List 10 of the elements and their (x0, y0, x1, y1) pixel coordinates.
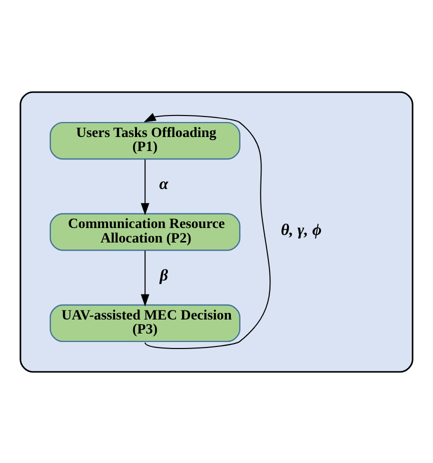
cluster (20, 90, 414, 372)
node-box: Communication Resource Allocation (P2) (50, 212, 240, 250)
arrow (144, 112, 271, 349)
edge-label: β (160, 266, 168, 284)
edge-label: α (159, 174, 168, 193)
arrow (140, 250, 150, 306)
arrow (140, 158, 150, 215)
node-box: UAV-assisted MEC Decision (P3) (50, 304, 240, 342)
edge-label: θ, γ, ϕ (280, 220, 322, 238)
node-box: Users Tasks Offloading (P1) (50, 121, 240, 160)
